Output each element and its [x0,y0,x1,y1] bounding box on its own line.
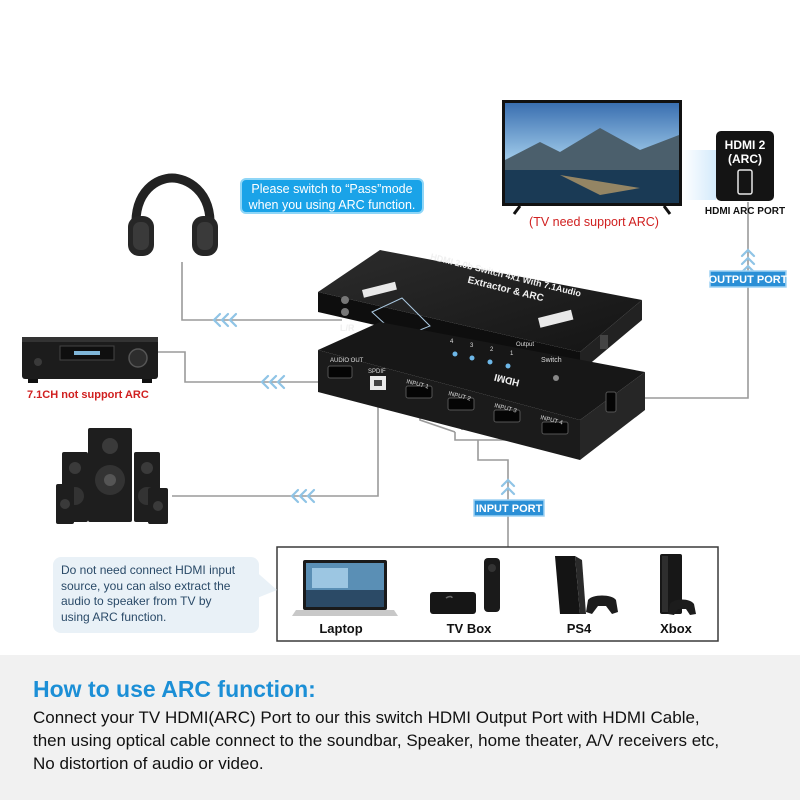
direction-chevrons [212,248,756,504]
howto-line-2: then using optical cable connect to the … [33,731,720,750]
output-cable [625,202,749,399]
device-label-spdif: SPDIF [368,369,386,375]
output-port-label: OUTPUT PORT [709,274,788,286]
hdmi-arc-port-box [716,131,774,201]
chevron-up-icon [500,478,516,496]
av-receiver-icon [22,337,158,383]
tv-caption: (TV need support ARC) [529,215,659,229]
tv-illustration [502,100,716,215]
howto-line-3: No distortion of audio or video. [33,754,264,773]
device-label-input-1: INPUT 1 [406,379,430,391]
source-label-xbox: Xbox [660,621,693,636]
input-port-badge [473,499,545,517]
note-line-1: Do not need connect HDMI input [61,563,236,577]
ps4-icon [555,556,618,614]
receiver-caption: 7.1CH not support ARC [27,389,149,401]
tv-box-icon [430,558,500,614]
device-label-2: 2 [490,347,494,353]
lr-jack-label: L/R [340,323,355,333]
receiver-cable [158,351,340,383]
headphones-icon [128,173,218,256]
input-2-port [447,397,475,411]
callout-line-1: Please switch to “Pass”mode [251,182,413,196]
note-line-3: audio to speaker from TV by [61,594,212,608]
device-label-output: Output [516,342,534,348]
output-port [605,391,617,413]
input-port-label: INPUT PORT [476,503,543,515]
source-label-ps4: PS4 [567,621,592,636]
hdmi-switch-rear-unit [318,322,645,460]
output-port-badge [709,270,787,288]
audio-out-port [327,365,353,379]
device-label-audio-out: AUDIO OUT [330,358,364,364]
arc-port-label-line1: HDMI 2 [725,138,766,152]
note-line-4: using ARC function. [61,609,167,624]
arc-port-caption: HDMI ARC PORT [705,206,785,217]
arc-note: Do not need connect HDMI input source, y… [53,557,259,633]
device-label-4: 4 [450,339,454,345]
input-1-port [405,385,433,399]
chevron-left-icon [290,488,316,504]
howto-title: How to use ARC function: [33,676,316,702]
input-4-port [541,421,569,435]
input-3-port [493,409,521,423]
device-label-switch: Switch [541,357,562,364]
device-label-input-2: INPUT 2 [448,391,472,403]
instructions-panel [0,655,800,800]
callout-line-2: when you using ARC function. [248,198,416,212]
chevron-left-icon [212,312,238,328]
pass-mode-callout: Please switch to “Pass”mode when you usi… [240,178,424,214]
chevron-up-icon [740,248,756,274]
device-label-input-4: INPUT 4 [540,415,564,427]
device-label-input-3: INPUT 3 [494,403,518,415]
device-label-3: 3 [470,343,474,349]
arc-port-label-line2: (ARC) [728,152,762,166]
speaker-system-icon [56,428,168,524]
howto-line-1: Connect your TV HDMI(ARC) Port to our th… [33,708,700,727]
spdif-cable [172,395,379,497]
device-label-1: 1 [510,351,514,357]
xbox-icon [660,554,696,615]
source-label-tv-box: TV Box [447,621,493,636]
laptop-icon [292,560,398,616]
chevron-left-icon [260,374,286,390]
source-label-laptop: Laptop [319,621,362,636]
note-line-2: source, you can also extract the [61,578,231,593]
headphone-cable [181,262,342,321]
